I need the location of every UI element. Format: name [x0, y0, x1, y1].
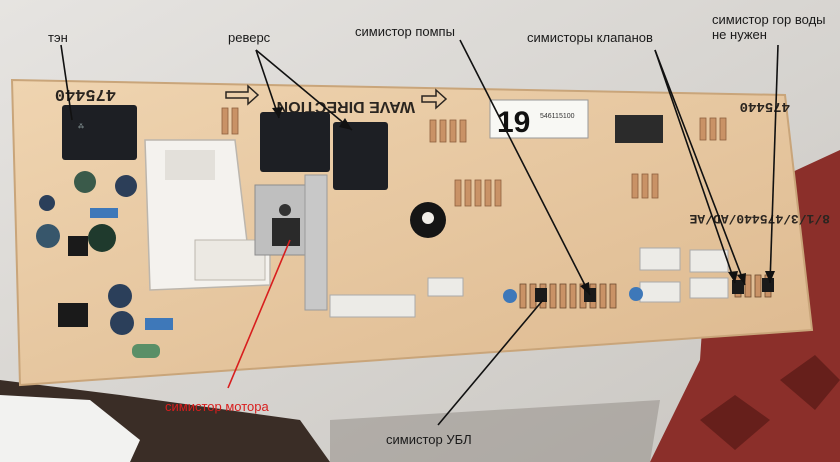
- capacitor-3: [88, 224, 116, 252]
- triac-heater: [762, 278, 774, 292]
- motor-triac: [272, 218, 300, 246]
- ic-chip-2: [68, 236, 88, 256]
- white-connector-slot: [165, 150, 215, 180]
- floor-shadow: [330, 400, 660, 462]
- sticker-code: 546115100: [540, 113, 575, 120]
- bottom-connector: [329, 294, 416, 318]
- blue-cap-2: [90, 208, 118, 218]
- small-connector-b: [689, 249, 729, 273]
- line-ubl: [437, 299, 544, 426]
- connector-right: [615, 115, 663, 143]
- capacitor-4: [36, 224, 60, 248]
- relay-revers-1: [260, 112, 330, 172]
- capacitor-1: [74, 171, 96, 193]
- line-valves-2: [654, 49, 736, 284]
- small-connector-c: [689, 277, 729, 299]
- relay-marking: ⁂: [78, 124, 84, 130]
- arrowhead-valves-1: [737, 273, 746, 285]
- capacitor-6: [110, 311, 134, 335]
- arrowhead-valves-2: [728, 271, 738, 283]
- line-motor: [227, 239, 291, 389]
- resistor-row-upper: [221, 107, 727, 207]
- wave-direction-text: WAVE DIRECTION: [277, 98, 415, 115]
- label-pump: симистор помпы: [355, 24, 455, 39]
- carpet-pattern: [700, 280, 840, 450]
- arrowhead-pump: [580, 282, 590, 295]
- label-heater: симистор гор воды не нужен: [712, 12, 826, 42]
- white-connector-pins: [194, 239, 266, 281]
- triac-ubl: [535, 288, 547, 302]
- arrowhead-heater: [765, 271, 775, 283]
- bottom-connector-2: [427, 277, 464, 297]
- small-connector-d: [639, 281, 681, 303]
- part-number-right: 475440: [740, 98, 790, 114]
- arrowhead-revers-1: [272, 107, 283, 118]
- line-revers-2: [255, 49, 353, 131]
- wave-arrow-left: [225, 84, 260, 106]
- potentiometer-center: [422, 212, 434, 224]
- heatsink-screw: [279, 204, 291, 216]
- label-revers: реверс: [228, 30, 271, 45]
- line-pump: [459, 39, 591, 296]
- triac-valves: [732, 280, 744, 294]
- line-revers-1: [255, 49, 280, 119]
- annotation-lines: [60, 39, 779, 426]
- small-connector-a: [639, 247, 681, 271]
- capacitor-2: [115, 175, 137, 197]
- relay-revers-2: [333, 122, 388, 190]
- part-number-left: 475440: [55, 84, 116, 103]
- blue-cap-row-1: [503, 289, 517, 303]
- label-motor: симистор мотора: [165, 399, 269, 414]
- wave-arrow-right: [421, 88, 448, 110]
- capacitor-7: [39, 195, 55, 211]
- label-valves: симисторы клапанов: [527, 30, 653, 45]
- model-code-text: 8/1/3/475440/AD/AE: [689, 211, 830, 226]
- blue-cap-1: [145, 318, 173, 330]
- line-valves-1: [654, 49, 746, 286]
- capacitor-5: [108, 284, 132, 308]
- cloth: [0, 395, 140, 462]
- ic-chip: [58, 303, 88, 327]
- label-ubl: симистор УБЛ: [386, 432, 472, 447]
- blue-cap-row-2: [629, 287, 643, 301]
- label-ten: тэн: [48, 30, 68, 45]
- inductor-green: [132, 344, 160, 358]
- arrowhead-revers-2: [339, 118, 352, 130]
- relay-ten: [62, 105, 137, 160]
- aluminium-strip: [304, 174, 328, 311]
- line-heater: [769, 44, 779, 284]
- line-ten: [60, 44, 73, 121]
